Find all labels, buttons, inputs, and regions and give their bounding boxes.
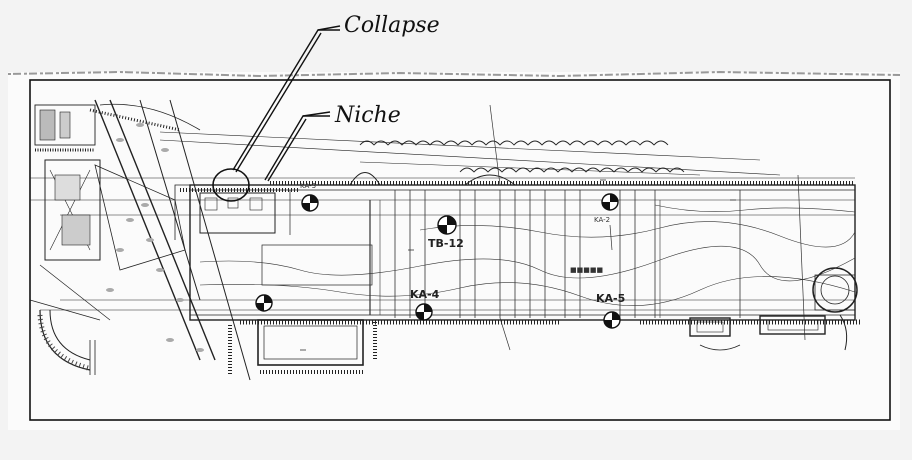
- small-markers: [300, 179, 736, 351]
- contour-lines: [199, 200, 856, 318]
- borehole-ka-2: KA-2: [594, 193, 619, 224]
- left-complex-structure: [29, 99, 251, 381]
- niche-annotation: Niche: [334, 103, 401, 128]
- niche-structure: [174, 184, 373, 286]
- collapse-circle: [212, 168, 250, 202]
- borehole-label-ka-5: KA-5: [596, 292, 625, 305]
- right-structures: [689, 267, 858, 351]
- paper-edge: [7, 70, 901, 78]
- borehole-label-tb-12: TB-12: [428, 237, 464, 250]
- center-label: ■■■■■: [570, 266, 603, 274]
- borehole-ka-4: KA-4: [410, 288, 440, 321]
- drawing-frame: [29, 79, 891, 421]
- borehole-label-ka-4: KA-4: [410, 288, 440, 301]
- main-corridor: [30, 177, 860, 325]
- collapse-leader: [232, 25, 341, 173]
- borehole-left: [255, 294, 273, 312]
- niche-leader: [264, 111, 331, 182]
- borehole-tb-12: TB-12: [428, 215, 464, 250]
- borehole-ka-3: KA-3: [300, 182, 319, 212]
- collapse-annotation: Collapse: [344, 13, 440, 38]
- lower-basin: [228, 319, 377, 375]
- borehole-label-ka-2: KA-2: [594, 216, 610, 224]
- scalloped-band: [159, 131, 781, 186]
- corridor-grid: [369, 104, 806, 351]
- borehole-ka-5: KA-5: [596, 292, 625, 329]
- borehole-label-ka-3: KA-3: [300, 182, 316, 190]
